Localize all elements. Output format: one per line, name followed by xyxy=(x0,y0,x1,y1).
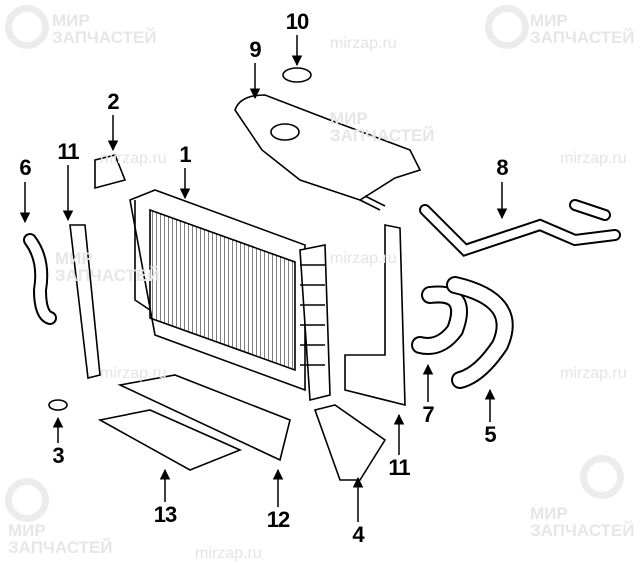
watermark-pin-icon xyxy=(485,5,529,49)
callout-2: 2 xyxy=(107,89,119,114)
callout-11-left: 11 xyxy=(57,139,79,164)
watermark-line1: МИР xyxy=(530,11,568,30)
watermark-url: mirzap.ru xyxy=(330,35,397,52)
watermark-line1: МИР xyxy=(8,521,46,540)
watermark-pin-icon xyxy=(5,478,49,522)
lower-panel xyxy=(97,409,243,471)
watermark-pin-icon xyxy=(580,455,624,499)
watermark-url: mirzap.ru xyxy=(560,150,627,167)
leader-arrows xyxy=(19,35,508,522)
callout-8: 8 xyxy=(496,155,508,180)
callout-5: 5 xyxy=(484,422,496,447)
callout-9: 9 xyxy=(249,37,261,62)
callout-13: 13 xyxy=(153,502,178,527)
callout-4: 4 xyxy=(352,522,364,547)
right-bracket xyxy=(344,224,406,407)
watermark-pin-icon xyxy=(5,5,49,49)
watermark-line1: МИР xyxy=(330,109,368,128)
watermark-line1: МИР xyxy=(530,504,568,523)
cap xyxy=(282,67,312,83)
watermark-line1: МИР xyxy=(55,249,93,268)
watermark-line2: ЗАПЧАСТЕЙ xyxy=(530,28,635,47)
clamp-3 xyxy=(48,399,68,411)
watermark-url: mirzap.ru xyxy=(330,250,397,267)
watermark-line2: ЗАПЧАСТЕЙ xyxy=(55,266,160,285)
callout-11-right: 11 xyxy=(388,455,410,480)
watermark-line1: МИР xyxy=(52,11,90,30)
left-bracket xyxy=(69,224,101,379)
callout-3: 3 xyxy=(52,443,64,468)
watermark-line2: ЗАПЧАСТЕЙ xyxy=(330,126,435,145)
mount-4 xyxy=(313,404,387,481)
expansion-tank xyxy=(234,67,422,211)
watermark-url: mirzap.ru xyxy=(100,365,167,382)
callout-1: 1 xyxy=(179,142,191,167)
watermark-line2: ЗАПЧАСТЕЙ xyxy=(530,521,635,540)
watermark-line2: ЗАПЧАСТЕЙ xyxy=(52,28,157,47)
watermark-line2: ЗАПЧАСТЕЙ xyxy=(8,538,113,557)
callout-12: 12 xyxy=(266,507,291,532)
bracket-2 xyxy=(94,154,127,190)
watermark-url: mirzap.ru xyxy=(100,150,167,167)
callout-6: 6 xyxy=(19,155,31,180)
radiator xyxy=(129,189,331,402)
callout-10: 10 xyxy=(285,9,310,34)
lower-shroud xyxy=(117,374,291,462)
watermark-url: mirzap.ru xyxy=(195,545,262,562)
watermark-url: mirzap.ru xyxy=(560,365,627,382)
callout-7: 7 xyxy=(422,402,434,427)
